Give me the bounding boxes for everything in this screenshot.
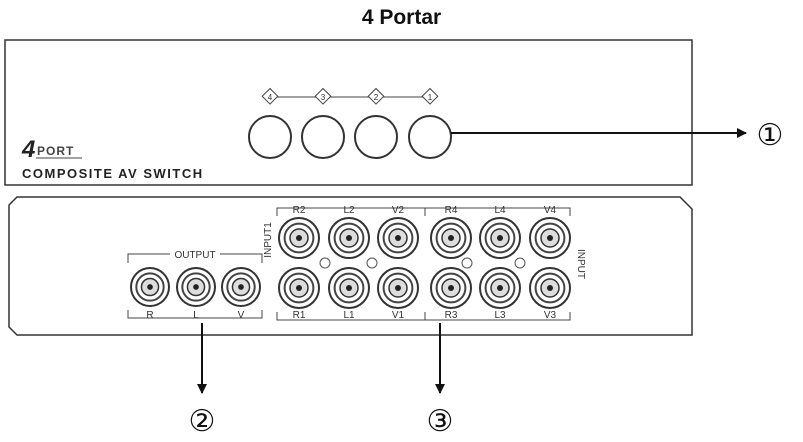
button-2-marker: 2 <box>367 87 385 105</box>
input-jack-label: V3 <box>544 310 557 321</box>
input-jack-r4[interactable] <box>430 217 472 259</box>
input-jack-label: R3 <box>445 310 458 321</box>
input-jack-l3[interactable] <box>479 267 521 309</box>
svg-text:4: 4 <box>268 93 273 102</box>
input-jack-label: L1 <box>343 310 355 321</box>
page-title: 4 Portar <box>361 6 442 29</box>
svg-text:PORT: PORT <box>37 144 74 158</box>
front-panel: 4 PORT COMPOSITE AV SWITCH 4 3 2 1 <box>4 39 693 186</box>
rear-panel: OUTPUT INPUT1 INPUT <box>8 196 693 336</box>
product-name: COMPOSITE AV SWITCH <box>22 166 204 181</box>
output-jack-r[interactable] <box>130 267 170 307</box>
input-jack-r1[interactable] <box>278 267 320 309</box>
output-jack-label: L <box>193 310 199 321</box>
input-jack-label: L2 <box>343 205 355 216</box>
svg-text:1: 1 <box>428 93 433 102</box>
input-jack-label: V4 <box>544 205 557 216</box>
push-button-2[interactable] <box>354 115 398 159</box>
svg-text:3: 3 <box>321 93 326 102</box>
input-jack-v3[interactable] <box>529 267 571 309</box>
button-1-marker: 1 <box>421 87 439 105</box>
push-button-3[interactable] <box>301 115 345 159</box>
callout-1: ① <box>757 119 784 152</box>
brand-logo: 4 PORT <box>21 136 82 163</box>
input-jack-v2[interactable] <box>377 217 419 259</box>
input-jack-label: R4 <box>445 205 458 216</box>
output-jack-label: V <box>238 310 245 321</box>
input-jack-label: L4 <box>494 205 506 216</box>
input-jack-l2[interactable] <box>328 217 370 259</box>
input-jack-label: V1 <box>392 310 405 321</box>
push-button-1[interactable] <box>408 115 452 159</box>
input-jack-label: V2 <box>392 205 405 216</box>
input-jack-label: R2 <box>293 205 306 216</box>
push-button-4[interactable] <box>248 115 292 159</box>
input-jack-label: R1 <box>293 310 306 321</box>
callout-2: ② <box>189 405 216 438</box>
input-jack-l4[interactable] <box>479 217 521 259</box>
svg-text:2: 2 <box>374 93 379 102</box>
callout-3: ③ <box>427 405 454 438</box>
input-jack-l1[interactable] <box>328 267 370 309</box>
output-jack-label: R <box>146 310 153 321</box>
input-jack-label: L3 <box>494 310 506 321</box>
input-jack-v4[interactable] <box>529 217 571 259</box>
input-label-left: INPUT1 <box>263 222 274 258</box>
input-jack-r3[interactable] <box>430 267 472 309</box>
button-3-marker: 3 <box>314 87 332 105</box>
input-jack-r2[interactable] <box>278 217 320 259</box>
output-jack-v[interactable] <box>221 267 261 307</box>
output-jack-l[interactable] <box>176 267 216 307</box>
input-jack-v1[interactable] <box>377 267 419 309</box>
output-label: OUTPUT <box>174 250 215 261</box>
button-4-marker: 4 <box>261 87 279 105</box>
input-label-right: INPUT <box>575 249 586 279</box>
svg-text:4: 4 <box>21 136 35 163</box>
